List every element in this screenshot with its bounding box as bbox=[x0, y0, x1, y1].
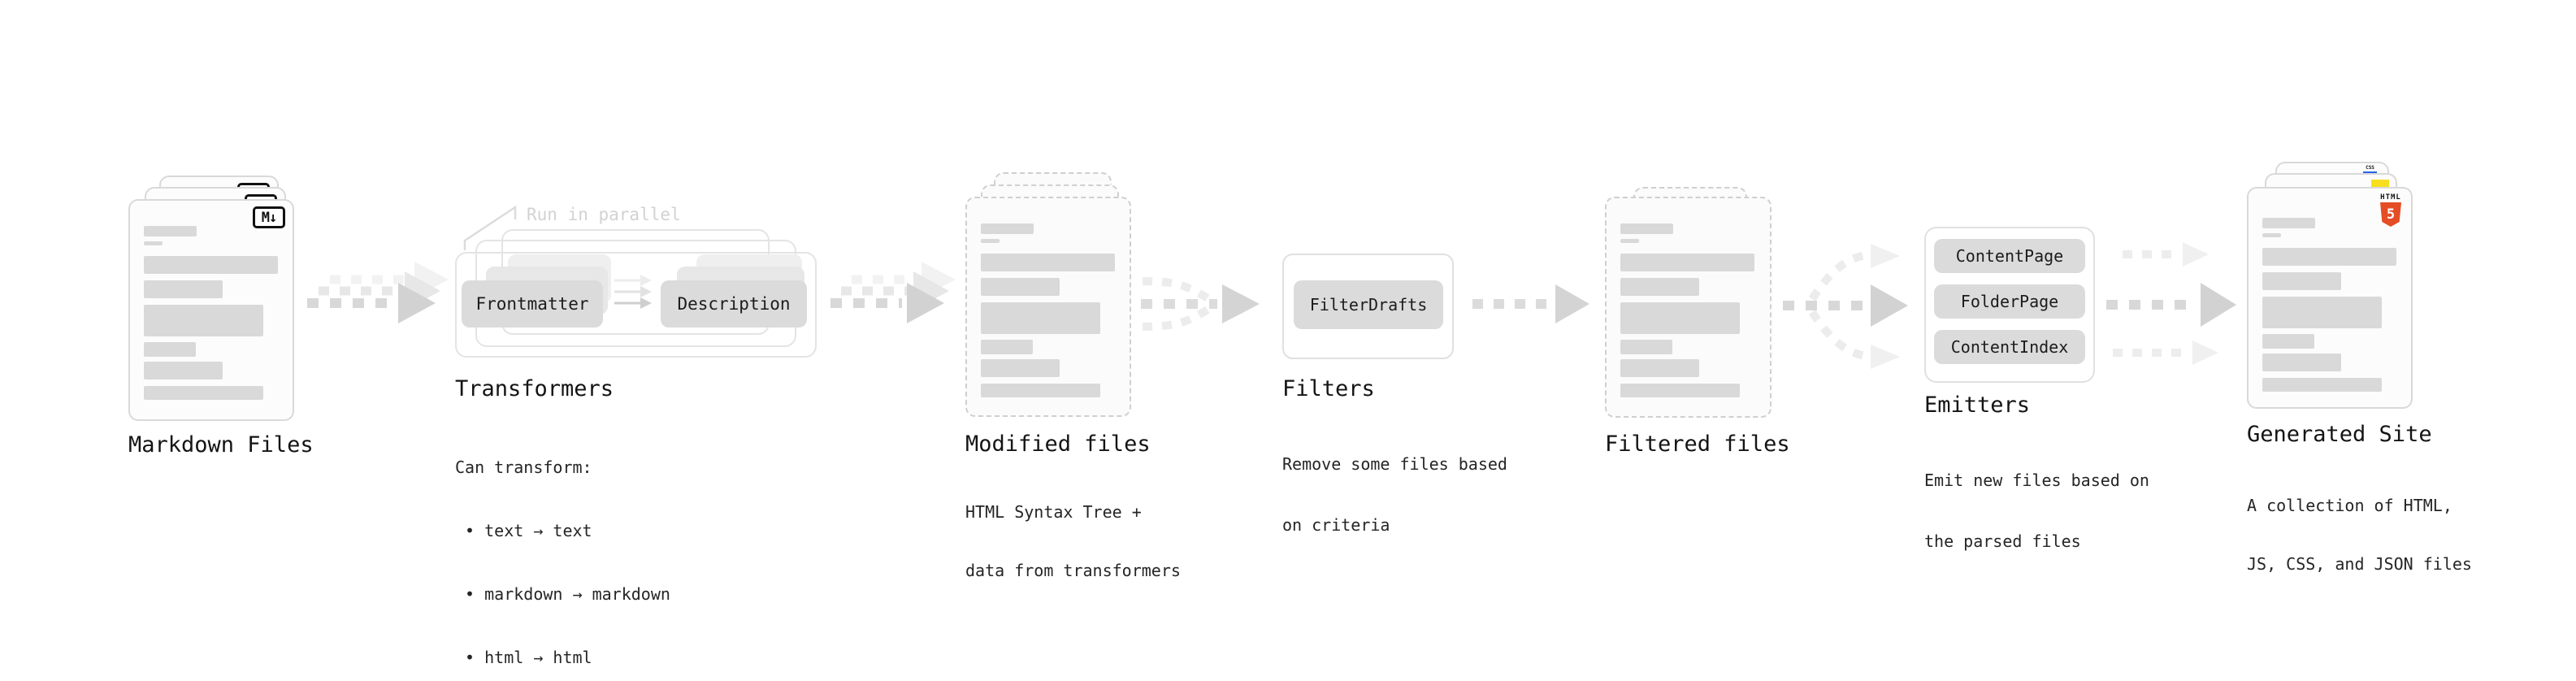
placeholder-line bbox=[2262, 297, 2382, 328]
placeholder-line bbox=[1620, 384, 1740, 397]
placeholder-line bbox=[2262, 272, 2341, 290]
markdown-file-front: M↓ bbox=[128, 199, 294, 421]
css-label: CSS bbox=[2366, 165, 2374, 171]
placeholder-line bbox=[2262, 354, 2341, 371]
contentindex-box: ContentIndex bbox=[1934, 330, 2085, 364]
frontmatter-box: Frontmatter bbox=[462, 280, 603, 327]
placeholder-line bbox=[1620, 340, 1672, 354]
filters-title: Filters bbox=[1282, 376, 1375, 401]
placeholder-line bbox=[144, 241, 163, 245]
transformer-layer-front bbox=[455, 252, 817, 358]
placeholder-line bbox=[981, 254, 1115, 271]
placeholder-line bbox=[144, 256, 278, 274]
css-icon: CSS bbox=[2363, 166, 2377, 174]
placeholder-line bbox=[2262, 218, 2315, 228]
filterdrafts-box: FilterDrafts bbox=[1294, 280, 1443, 329]
placeholder-line bbox=[144, 226, 197, 236]
placeholder-line bbox=[1620, 254, 1754, 271]
placeholder-line bbox=[2262, 378, 2382, 392]
placeholder-line bbox=[981, 278, 1060, 296]
placeholder-line bbox=[1620, 278, 1699, 296]
placeholder-line bbox=[1620, 359, 1699, 377]
modified-file-front bbox=[965, 197, 1131, 417]
placeholder-line bbox=[144, 386, 263, 400]
desc-line: A collection of HTML, bbox=[2247, 496, 2452, 515]
desc-line: on criteria bbox=[1282, 515, 1390, 535]
placeholder-line bbox=[981, 239, 1000, 243]
generated-site-title: Generated Site bbox=[2247, 422, 2432, 447]
transformers-description: Can transform: • text → text • markdown … bbox=[455, 414, 670, 681]
filters-description: Remove some files based on criteria bbox=[1282, 414, 1507, 576]
markdown-files-title: Markdown Files bbox=[128, 432, 314, 458]
placeholder-line bbox=[981, 384, 1100, 397]
filtered-files-title: Filtered files bbox=[1605, 432, 1790, 457]
run-in-parallel-annotation: Run in parallel bbox=[527, 205, 681, 224]
generated-site-description: A collection of HTML, JS, CSS, and JSON … bbox=[2247, 457, 2472, 613]
desc-line: Emit new files based on bbox=[1924, 471, 2149, 490]
placeholder-line bbox=[981, 340, 1033, 354]
file-placeholder-lines bbox=[1620, 223, 1756, 397]
description-box: Description bbox=[661, 280, 807, 327]
emitters-title: Emitters bbox=[1924, 393, 2031, 418]
emitters-description: Emit new files based on the parsed files bbox=[1924, 430, 2149, 592]
placeholder-line bbox=[981, 223, 1034, 234]
placeholder-line bbox=[1620, 223, 1673, 234]
file-placeholder-lines bbox=[144, 226, 279, 400]
placeholder-line bbox=[2262, 334, 2314, 349]
contentpage-box: ContentPage bbox=[1934, 239, 2085, 273]
placeholder-line bbox=[2262, 233, 2281, 237]
html5-icon: HTML 5 bbox=[2379, 193, 2403, 227]
folderpage-box: FolderPage bbox=[1934, 284, 2085, 319]
desc-line: • html → html bbox=[455, 648, 592, 667]
site-file-html: HTML 5 bbox=[2247, 187, 2413, 409]
desc-line: • text → text bbox=[455, 521, 592, 540]
placeholder-line bbox=[144, 280, 223, 298]
placeholder-line bbox=[144, 342, 196, 357]
filtered-file-front bbox=[1605, 197, 1772, 418]
html5-number: 5 bbox=[2386, 206, 2396, 223]
desc-line: Can transform: bbox=[455, 458, 592, 477]
placeholder-line bbox=[144, 305, 263, 336]
placeholder-line bbox=[981, 302, 1100, 334]
placeholder-line bbox=[144, 362, 223, 380]
html5-shield: 5 bbox=[2380, 202, 2401, 227]
desc-line: data from transformers bbox=[965, 561, 1181, 580]
desc-line: the parsed files bbox=[1924, 531, 2081, 551]
css-underline bbox=[2363, 171, 2377, 174]
placeholder-line bbox=[1620, 239, 1639, 243]
desc-line: • markdown → markdown bbox=[455, 584, 670, 604]
desc-line: HTML Syntax Tree + bbox=[965, 502, 1142, 522]
modified-files-title: Modified files bbox=[965, 432, 1151, 457]
markdown-icon: M↓ bbox=[253, 206, 285, 228]
modified-files-description: HTML Syntax Tree + data from transformer… bbox=[965, 463, 1181, 619]
desc-line: JS, CSS, and JSON files bbox=[2247, 554, 2472, 574]
placeholder-line bbox=[981, 359, 1060, 377]
transformers-title: Transformers bbox=[455, 376, 614, 401]
file-placeholder-lines bbox=[2262, 218, 2397, 392]
placeholder-line bbox=[2262, 248, 2396, 266]
desc-line: Remove some files based bbox=[1282, 454, 1507, 474]
file-placeholder-lines bbox=[981, 223, 1116, 397]
html5-label: HTML bbox=[2380, 193, 2401, 202]
placeholder-line bbox=[1620, 302, 1740, 334]
js-icon bbox=[2371, 180, 2389, 188]
